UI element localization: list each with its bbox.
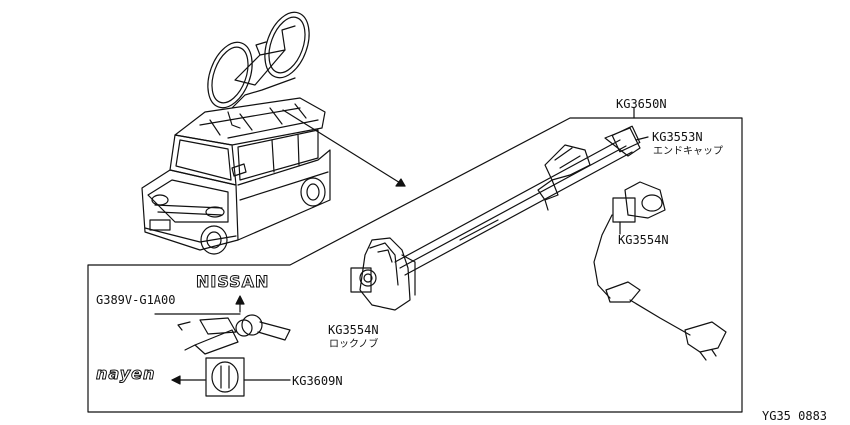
part-label-kg3554n-left: KG3554N (328, 323, 379, 337)
part-label-kg3609n: KG3609N (292, 374, 343, 388)
part-label-g389v: G389V-G1A00 (96, 293, 176, 307)
part-label-kg3553n-sub: エンドキャップ (653, 146, 723, 157)
carrier-assembly (350, 125, 641, 311)
kg3553n-leader (635, 136, 649, 141)
key-set (154, 295, 291, 355)
part-label-kg3553n: KG3553N (652, 130, 703, 144)
bike-illustration (207, 11, 310, 129)
part-label-kg3554n-left-sub: ロックノブ (329, 339, 379, 350)
part-label-kg3554n-right: KG3554N (618, 233, 669, 247)
pointer-arrow (282, 109, 406, 187)
assembly-frame (87, 117, 743, 413)
car-illustration (141, 97, 331, 255)
part-label-kg3650n: KG3650N (616, 97, 667, 111)
diagram-code: YG35 0883 (762, 409, 828, 423)
key-cover (171, 357, 291, 397)
nissan-logo: NISSAN (195, 272, 270, 292)
nayen-logo: nayen (95, 364, 156, 384)
lock-cable-assembly (593, 181, 727, 361)
